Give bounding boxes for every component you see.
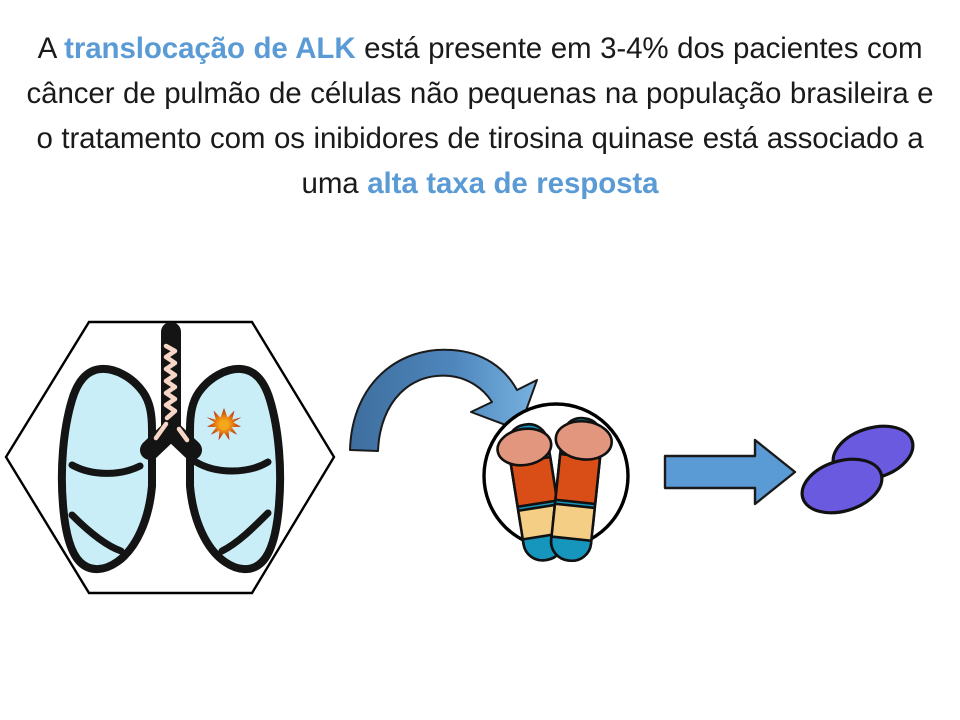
- left-lung-lower-fissure: [68, 511, 125, 555]
- headline-highlight-alk: translocação de ALK: [64, 32, 356, 65]
- tumor-starburst-icon: [206, 408, 242, 441]
- curved-arrow: [349, 348, 538, 452]
- right-lung-fissure: [192, 458, 272, 475]
- tumor-cell-lower: [800, 457, 884, 515]
- headline-segment-plain-1: A: [37, 32, 65, 65]
- trachea-cartilage: [163, 343, 178, 421]
- chromosome-right: [549, 416, 613, 562]
- right-lung-lower-fissure: [218, 509, 272, 555]
- left-lung: [57, 364, 156, 574]
- left-lung-fissure: [68, 461, 144, 477]
- straight-arrow: [663, 438, 797, 506]
- diagram-stage: [0, 290, 960, 630]
- page-title: A translocação de ALK está presente em 3…: [22, 26, 938, 206]
- bronchus-cartilage-right: [176, 426, 190, 443]
- headline-highlight-resposta: alta taxa de resposta: [367, 167, 659, 200]
- headline-segment-plain-2: está presente em 3-4% dos pacientes com …: [26, 32, 934, 200]
- lung-hexagon-panel: [4, 320, 336, 595]
- chromosome-circle-panel: [482, 402, 630, 562]
- chromosome-left: [496, 422, 565, 562]
- tumor-cells: [800, 424, 915, 515]
- bronchus-cartilage-left: [153, 421, 169, 441]
